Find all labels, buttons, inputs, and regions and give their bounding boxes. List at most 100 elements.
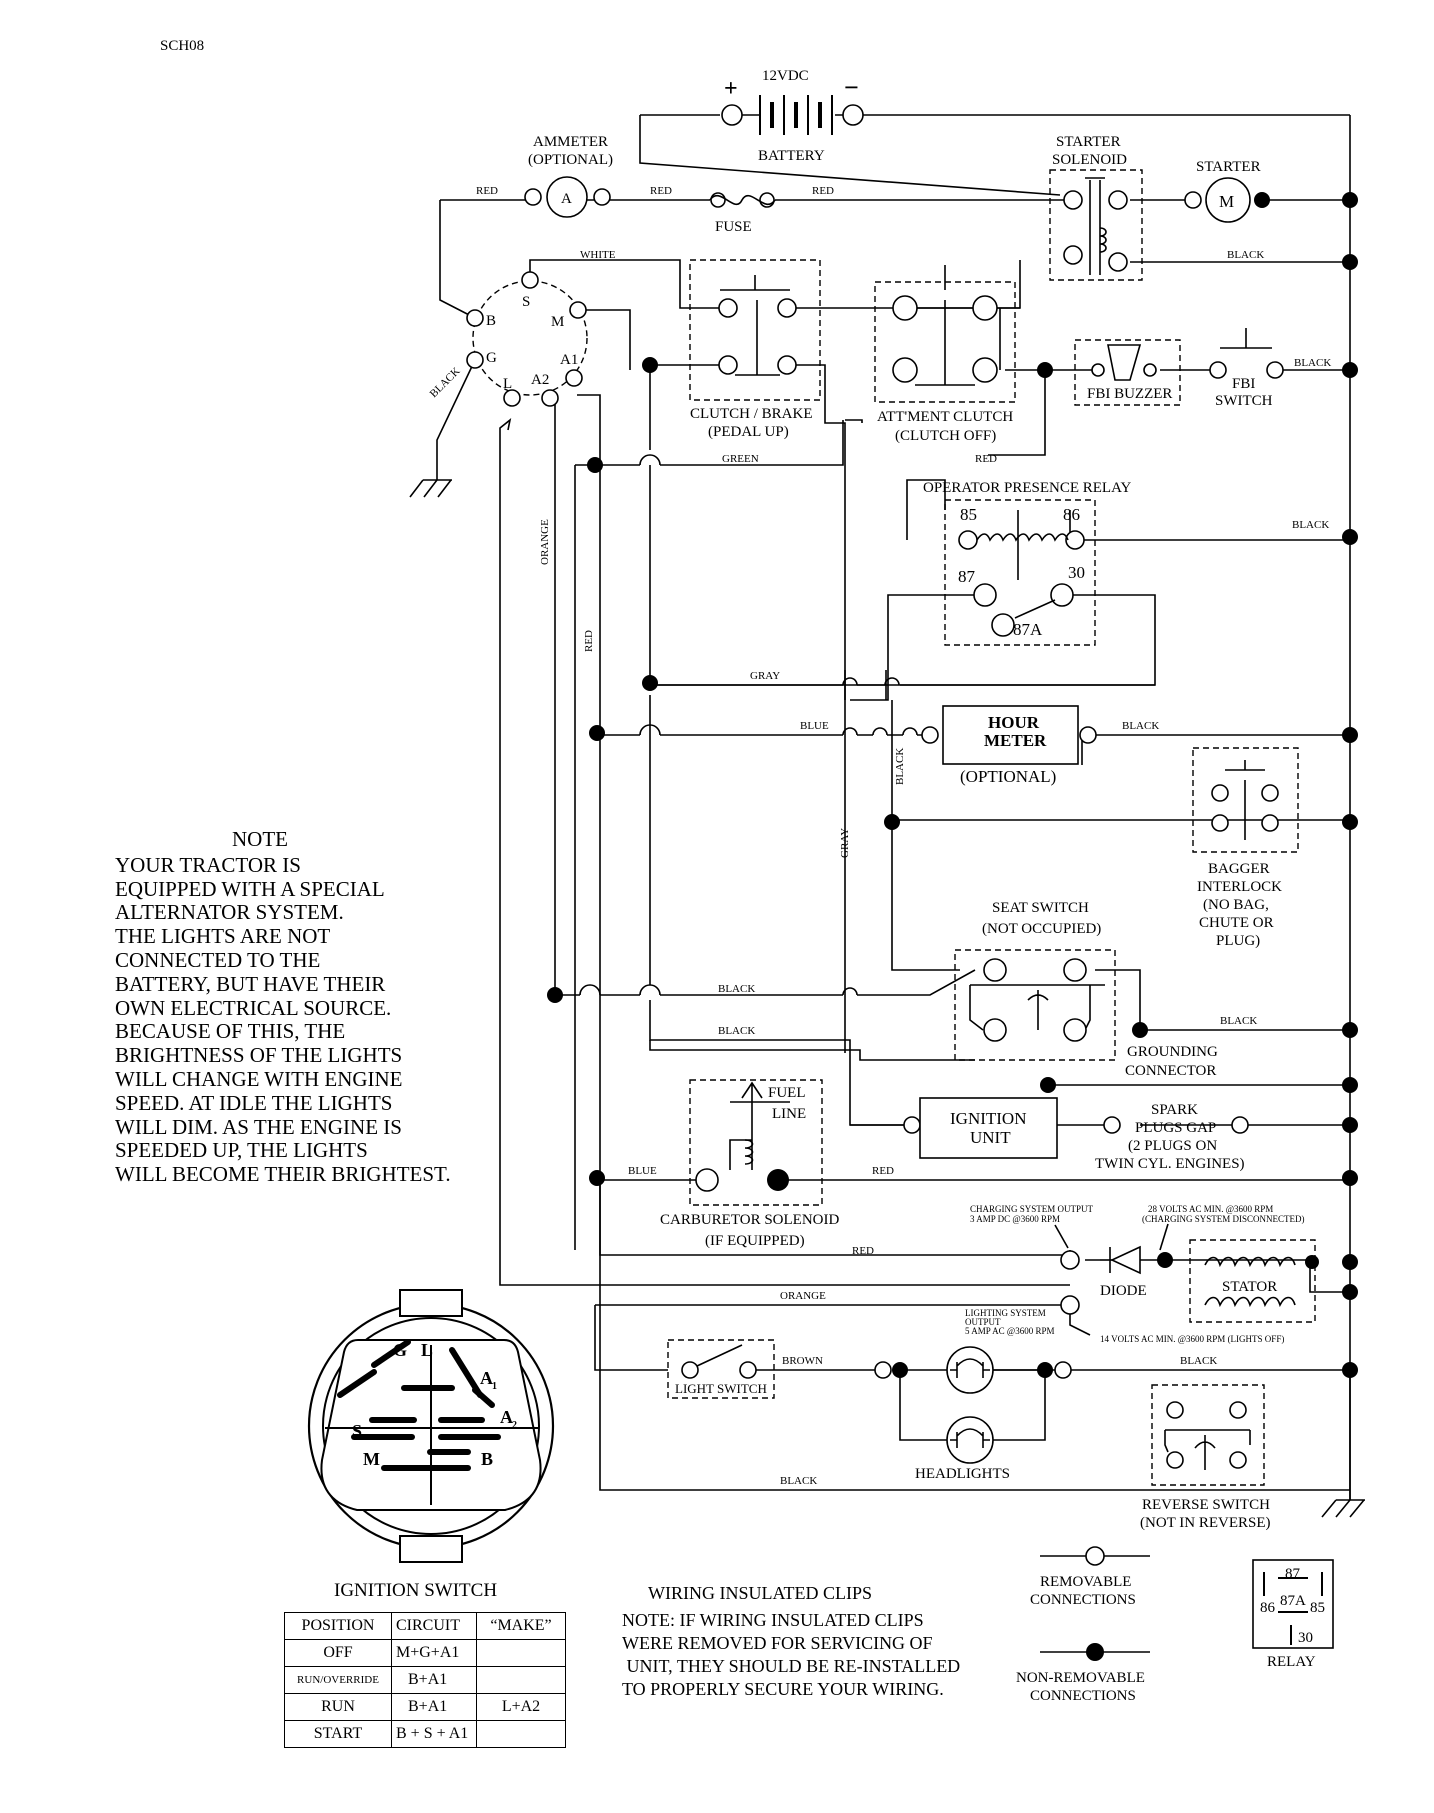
clips-line: UNIT, THEY SHOULD BE RE-INSTALLED [622,1656,961,1676]
starter-solenoid: STARTER SOLENOID [1049,134,1143,281]
term-b: B [486,313,496,329]
fbi-switch: FBI SWITCH [1209,328,1284,409]
wire-label-black-starter: BLACK [1227,249,1264,261]
note-line: THE LIGHTS ARE NOT [115,924,331,949]
hour-meter: HOUR METER (OPTIONAL) [942,705,1097,786]
ign-face-g: G [393,1340,407,1360]
table-header: “MAKE” [476,1612,566,1640]
reverse-l2: (NOT IN REVERSE) [1140,1515,1271,1531]
legend-nonremovable-l2: CONNECTIONS [1030,1688,1136,1704]
spark-l2: PLUGS GAP [1135,1120,1216,1136]
term-s: S [522,294,530,310]
ignition-switch-face: G L A 1 A 2 S M B [307,1289,555,1563]
lighting-out-l1: LIGHTING SYSTEM [965,1308,1046,1318]
relay-legend-87: 87 [1285,1566,1301,1582]
charging-out-l1: CHARGING SYSTEM OUTPUT [970,1204,1094,1214]
wire-label-black-hour: BLACK [1122,720,1159,732]
legend-removable: REMOVABLE CONNECTIONS [1030,1546,1150,1608]
ground-left-icon [409,479,452,498]
table-row: RUN B+A1 L+A2 [284,1693,566,1721]
spark-l3: (2 PLUGS ON [1128,1138,1217,1154]
reverse-switch: REVERSE SWITCH (NOT IN REVERSE) [1140,1384,1271,1531]
carb-l2: (IF EQUIPPED) [705,1233,805,1249]
fbi-buzzer: FBI BUZZER [1074,339,1181,406]
lighting-out-l3: 5 AMP AC @3600 RPM [965,1326,1054,1336]
battery-minus: − [844,73,859,102]
wire-label-blue-carb: BLUE [628,1165,657,1177]
fbi-buzzer-label: FBI BUZZER [1087,386,1172,402]
clutch-brake-l2: (PEDAL UP) [708,424,789,440]
wire-label-black-light: BLACK [1180,1355,1217,1367]
hour-meter-l2: METER [984,731,1047,750]
wire-label-black-bottom: BLACK [780,1475,817,1487]
light-switch: LIGHT SWITCH [667,1339,775,1399]
bagger-l5: PLUG) [1216,933,1260,949]
ign-face-s: S [352,1421,362,1441]
note-line: CONNECTED TO THE [115,947,321,972]
ignition-unit-l1: IGNITION [950,1109,1026,1128]
wiring-clips-note: WIRING INSULATED CLIPS NOTE: IF WIRING I… [622,1582,960,1701]
fuel-line-l2: LINE [772,1106,806,1122]
ignition-unit: IGNITION UNIT [919,1097,1058,1159]
relay-legend: 87 86 87A 85 30 RELAY [1252,1559,1334,1670]
wire-label-red-2: RED [650,185,672,197]
note-title: NOTE [232,827,288,851]
ign-face-l: L [421,1340,433,1360]
battery: + − 12VDC BATTERY [721,68,864,164]
diode: DIODE [1100,1245,1147,1299]
table-row: RUN/OVERRIDE B+A1 [284,1666,566,1694]
table-cell: B+A1 [391,1666,477,1694]
fuse: FUSE [709,192,776,235]
wire-label-black-vertical: BLACK [894,748,906,785]
headlights-label: HEADLIGHTS [915,1466,1010,1482]
ign-face-a1sub: 1 [492,1381,497,1392]
note-line: BECAUSE OF THIS, THE [115,1019,346,1044]
ign-face-b: B [481,1449,493,1469]
table-header: CIRCUIT [391,1612,477,1640]
relay-legend-label: RELAY [1267,1654,1316,1670]
relay-87a: 87A [1013,620,1043,639]
clips-line: WERE REMOVED FOR SERVICING OF [622,1633,933,1653]
legend-removable-l2: CONNECTIONS [1030,1592,1136,1608]
note-line: WILL DIM. AS THE ENGINE IS [115,1114,402,1139]
doc-code: SCH08 [160,38,204,54]
note-line: SPEED. AT IDLE THE LIGHTS [115,1090,393,1115]
wire-label-blue-1: BLUE [800,720,829,732]
wire-label-black-ground: BLACK [428,365,463,400]
wire-label-red-1: RED [476,185,498,197]
relay-legend-85: 85 [1310,1600,1325,1616]
term-a2: A2 [531,372,549,388]
bagger-l3: (NO BAG, [1203,897,1269,913]
table-cell: RUN [284,1693,392,1721]
relay-85: 85 [960,505,977,524]
ammeter-label: AMMETER [533,134,608,150]
table-row: POSITION CIRCUIT “MAKE” [284,1612,566,1640]
wire-label-black-fbi: BLACK [1294,357,1331,369]
legend-nonremovable: NON-REMOVABLE CONNECTIONS [1016,1643,1150,1704]
headlights: HEADLIGHTS [915,1346,1010,1482]
wire-label-white: WHITE [580,249,616,261]
table-cell [476,1666,566,1694]
wire-label-red-vertical: RED [583,630,595,652]
battery-label: BATTERY [758,148,825,164]
wire-label-red-3: RED [812,185,834,197]
clutch-brake-switch: CLUTCH / BRAKE (PEDAL UP) [689,259,821,440]
fbi-switch-l1: FBI [1232,376,1255,392]
wire-label-black-ground-conn: BLACK [1220,1015,1257,1027]
wires [436,114,1351,1500]
table-cell: B + S + A1 [391,1720,477,1748]
note-line: BRIGHTNESS OF THE LIGHTS [115,1043,403,1068]
volts28-l1: 28 VOLTS AC MIN. @3600 RPM [1148,1204,1273,1214]
relay-legend-30: 30 [1298,1630,1313,1646]
wire-label-red-carb: RED [872,1165,894,1177]
term-m: M [551,314,564,330]
bagger-l1: BAGGER [1208,861,1270,877]
table-header: POSITION [284,1612,392,1640]
table-cell: START [284,1720,392,1748]
diode-label: DIODE [1100,1283,1147,1299]
table-cell [476,1639,566,1667]
note-line: SPEEDED UP, THE LIGHTS [115,1138,368,1163]
ammeter-sub: (OPTIONAL) [528,152,613,168]
wire-label-orange: ORANGE [539,519,551,565]
